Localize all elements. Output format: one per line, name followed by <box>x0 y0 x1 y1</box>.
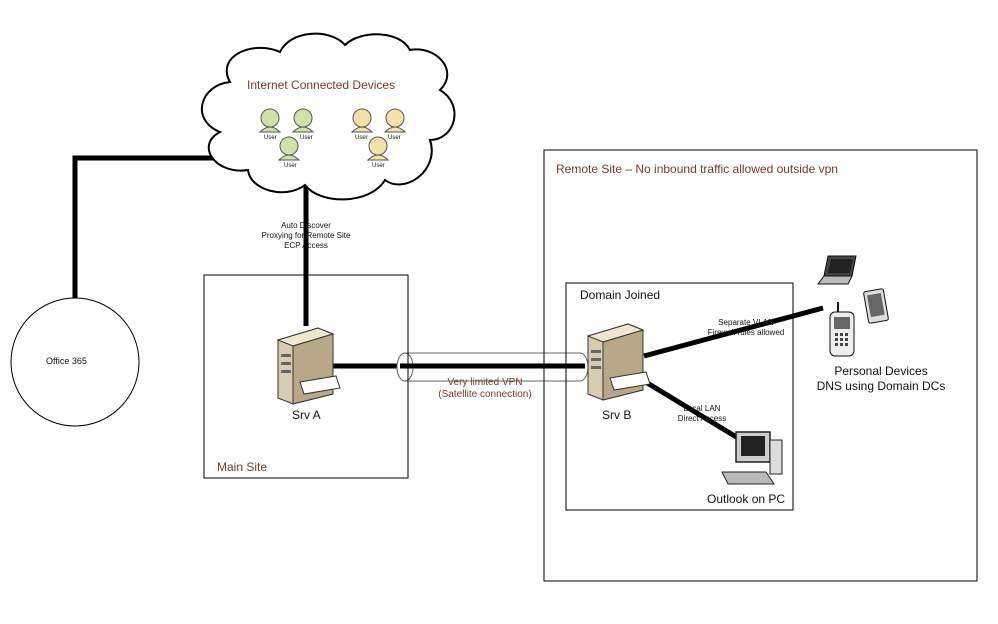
cell-phone-icon <box>829 302 855 357</box>
vlan-label-line1: Separate VLAN <box>718 318 774 327</box>
user-icon <box>366 136 390 161</box>
lan-label: Local LAN Direct Access <box>668 404 736 424</box>
server-a-icon <box>276 327 341 405</box>
user-label: User <box>264 135 277 141</box>
auto-discover-label: Auto Discover <box>281 221 331 230</box>
lan-label-line2: Direct Access <box>677 414 727 423</box>
internet-cloud <box>200 32 456 201</box>
vlan-label: Separate VLAN Firewall rules allowed <box>700 318 792 338</box>
vpn-tunnel <box>396 352 589 382</box>
laptop-icon <box>817 255 857 285</box>
office365-label: Office 365 <box>46 356 87 366</box>
user-label: User <box>372 163 385 169</box>
personal-devices-line1: Personal Devices <box>834 364 928 378</box>
srv-b-to-pc-link <box>642 378 740 441</box>
srv-a-label: Srv A <box>292 408 321 422</box>
remote-site-box <box>543 149 978 582</box>
user-icon <box>291 108 315 133</box>
user-icon <box>258 108 282 133</box>
srv-b-label: Srv B <box>602 408 632 422</box>
lan-label-line1: Local LAN <box>683 404 721 413</box>
user-label: User <box>300 135 313 141</box>
vlan-label-line2: Firewall rules allowed <box>707 328 785 337</box>
vpn-label-line2: (Satellite connection) <box>438 389 532 400</box>
cloud-title: Internet Connected Devices <box>247 78 396 92</box>
remote-site-label: Remote Site – No inbound traffic allowed… <box>556 162 838 176</box>
personal-devices-line2: DNS using Domain DCs <box>816 379 946 393</box>
ecp-access-label: ECP Access <box>284 241 328 250</box>
vpn-label-line1: Very limited VPN <box>447 377 523 388</box>
user-icon <box>350 108 374 133</box>
main-site-label: Main Site <box>217 460 268 474</box>
server-b-icon <box>586 323 651 401</box>
tablet-icon <box>863 288 889 324</box>
domain-joined-label: Domain Joined <box>580 288 661 302</box>
domain-joined-box <box>565 282 794 511</box>
main-site-box <box>203 274 409 479</box>
office365-to-internet-link <box>72 155 225 298</box>
user-icon <box>383 108 407 133</box>
proxying-label: Proxying for Remote Site <box>261 231 351 240</box>
user-icon <box>277 136 301 161</box>
pc-label: Outlook on PC <box>707 492 786 506</box>
desktop-pc-icon <box>721 431 783 485</box>
user-label: User <box>388 135 401 141</box>
internet-link-label: Auto Discover Proxying for Remote Site E… <box>254 221 358 251</box>
office365-circle <box>10 297 140 427</box>
user-label: User <box>355 135 368 141</box>
user-label: User <box>284 163 297 169</box>
vpn-label: Very limited VPN (Satellite connection) <box>430 377 540 401</box>
personal-devices-label: Personal Devices DNS using Domain DCs <box>806 364 956 394</box>
